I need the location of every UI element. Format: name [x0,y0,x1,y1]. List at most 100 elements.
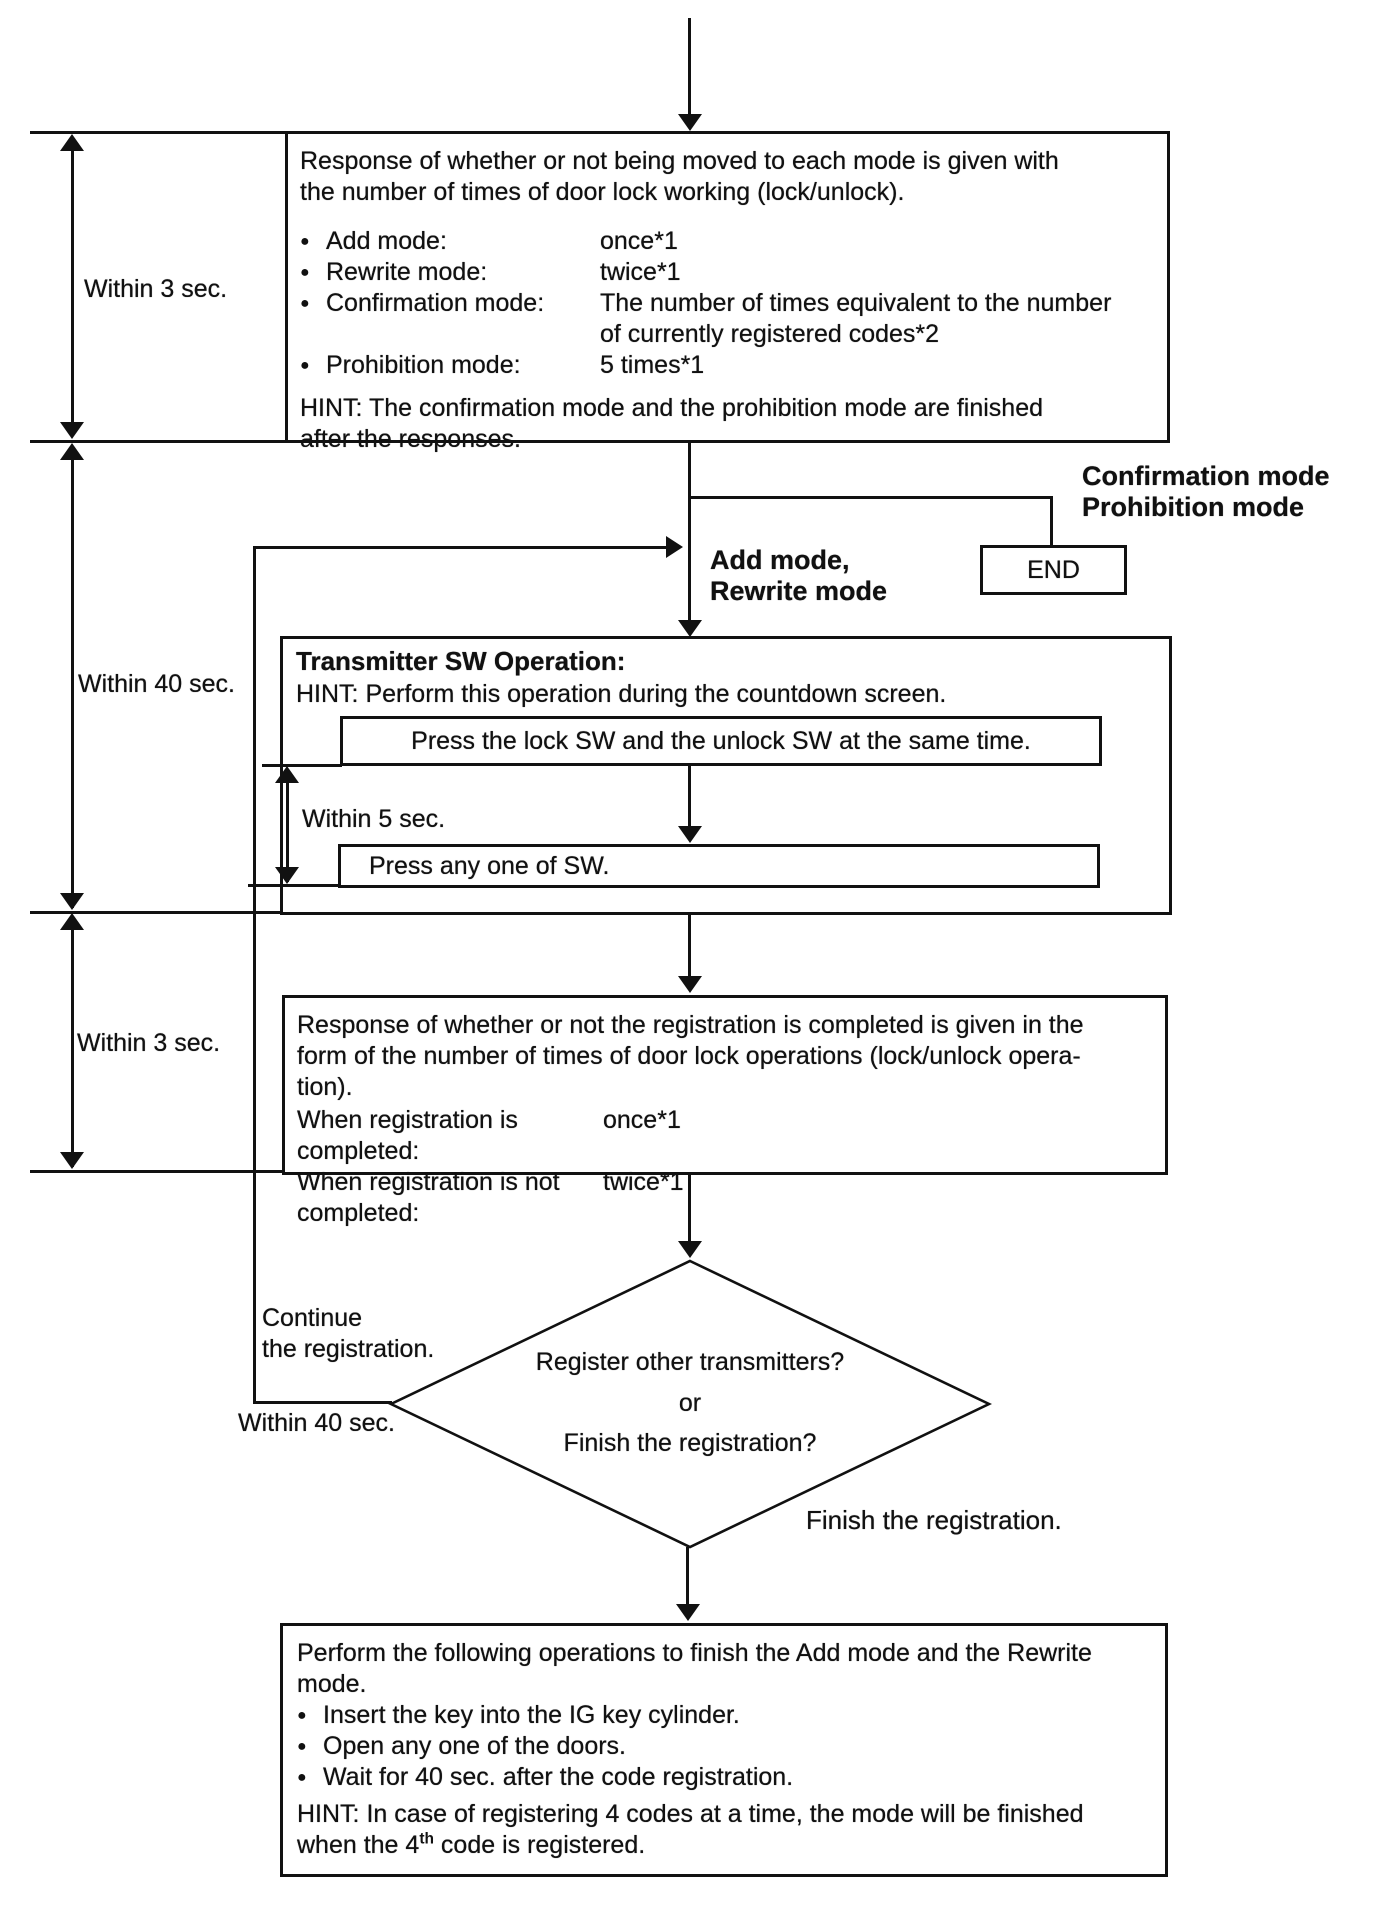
loop-return-bottom-hline [253,1401,392,1404]
finish-bullet-row: ● Open any one of the doors. [297,1731,1155,1762]
bullet-icon: ● [297,1707,307,1724]
press-lock-unlock-label: Press the lock SW and the unlock SW at t… [411,727,1031,755]
timing-tick-line-2 [30,440,285,443]
timing-arrow-3-up-icon [60,913,84,930]
mode-list: ● Add mode: once*1 ● Rewrite mode: twice*1… [300,226,1155,381]
bullet-icon: ● [297,1738,307,1755]
registration-response-box: Response of whether or not the registrat… [282,995,1168,1227]
within5-arrow-up-icon [275,766,299,783]
decision-line-3: Finish the registration? [563,1429,817,1457]
within-3-sec-bottom-label: Within 3 sec. [77,1029,221,1057]
mode-label: Prohibition mode: [326,351,521,379]
within5-arrow-down-icon [275,867,299,884]
step1-to-step2-arrowhead-icon [678,826,702,843]
loop-return-top-hline [255,546,668,549]
flow-arrowhead-to-decision-icon [678,1241,702,1258]
finish-hint-pre: when the 4 [297,1831,420,1859]
within5-top-tick [262,764,342,767]
finish-bullet-1: Insert the key into the IG key cylinder. [323,1701,740,1729]
within-3-sec-top-label: Within 3 sec. [84,275,228,303]
timing-tick-line-4 [30,1170,285,1173]
timing-arrow-1-down-icon [60,422,84,439]
bullet-icon: ● [297,1769,307,1786]
confirmation-prohibition-branch-label: Confirmation mode Prohibition mode [1082,461,1330,522]
loop-merge-arrowhead-icon [666,536,683,558]
continue-registration-label: Continue the registration. [262,1304,435,1363]
mode-row-rewrite: ● Rewrite mode: twice*1 [300,257,1155,288]
end-branch-vline [1050,496,1053,546]
bullet-icon: ● [300,264,310,281]
loop-return-vline [253,546,256,1404]
mode-response-box: Response of whether or not being moved t… [285,131,1170,453]
bullet-icon: ● [300,233,310,250]
add-rewrite-branch-label: Add mode, Rewrite mode [710,545,888,606]
finish-intro: Perform the following operations to fini… [297,1639,1092,1698]
bullet-icon: ● [300,295,310,312]
finish-hint-ordinal-sup: th [419,1830,434,1848]
within-5-sec-label: Within 5 sec. [302,805,446,833]
press-any-sw-step-box: Press any one of SW. [338,844,1100,888]
flow-line-3 [688,1175,691,1241]
press-any-sw-label: Press any one of SW. [369,852,610,880]
finish-hint-line-1: HINT: In case of registering 4 codes at … [297,1800,1084,1828]
timing-arrow-2-up-icon [60,443,84,460]
loop-within-40-sec-label: Within 40 sec. [238,1409,396,1437]
flow-arrowhead-to-response-box-icon [678,976,702,993]
finish-operations-box: Perform the following operations to fini… [280,1623,1168,1877]
mode-value: 5 times*1 [600,351,705,379]
mode-value: once*1 [600,227,678,255]
mode-value: twice*1 [600,258,681,286]
timing-arrow-2-line [71,446,74,908]
entry-arrowhead-icon [678,114,702,131]
finish-hint: HINT: In case of registering 4 codes at … [297,1799,1155,1861]
flow-arrowhead-to-finish-box-icon [676,1604,700,1621]
mode-row-add: ● Add mode: once*1 [300,226,1155,257]
within5-arrow-line [286,770,289,882]
timing-arrow-2-down-icon [60,893,84,910]
mode-label: Rewrite mode: [326,258,488,286]
timing-arrow-1-line [71,138,74,436]
finish-bullet-row: ● Wait for 40 sec. after the code regist… [297,1762,1155,1793]
mode-row-prohibition: ● Prohibition mode: 5 times*1 [300,350,1155,381]
end-label: END [1027,556,1080,584]
timing-tick-line-1 [30,131,285,134]
decision-line-2: or [678,1389,702,1417]
registration-completed-row: When registration is completed: once*1 [297,1105,1155,1167]
finish-bullet-2: Open any one of the doors. [323,1732,626,1760]
mode-label: Confirmation mode: [326,289,545,317]
finish-bullet-3: Wait for 40 sec. after the code registra… [323,1763,794,1791]
timing-arrow-3-down-icon [60,1152,84,1169]
mode-response-hint: HINT: The confirmation mode and the proh… [300,394,1044,453]
mode-row-confirmation: ●Confirmation mode: The number of times … [300,288,1155,350]
flow-line-2 [688,915,691,977]
timing-tick-line-3 [30,911,285,914]
flow-line-4 [686,1547,689,1605]
registration-not-completed-row: When registration is not completed: twic… [297,1167,1155,1229]
within5-bottom-tick [248,884,362,887]
entry-flow-line [688,18,691,117]
timing-arrow-3-line [71,917,74,1167]
end-branch-hline [690,496,1053,499]
press-lock-unlock-step-box: Press the lock SW and the unlock SW at t… [340,716,1102,766]
end-box: END [980,545,1127,595]
mode-response-intro: Response of whether or not being moved t… [300,147,1059,206]
mode-label: Add mode: [326,227,447,255]
transmitter-sw-title: Transmitter SW Operation: [296,646,626,676]
finish-hint-line-2: when the 4th code is registered. [297,1830,1155,1861]
within-40-sec-label: Within 40 sec. [78,670,236,698]
finish-bullet-row: ● Insert the key into the IG key cylinde… [297,1700,1155,1731]
step1-to-step2-line [688,766,691,826]
timing-arrow-1-up-icon [60,134,84,151]
registration-not-completed-value: twice*1 [603,1168,684,1196]
main-flow-line-1 [688,443,691,623]
decision-line-1: Register other transmitters? [535,1348,845,1376]
finish-registration-label: Finish the registration. [806,1505,1062,1535]
transmitter-sw-hint: HINT: Perform this operation during the … [296,680,947,708]
registration-not-completed-label: When registration is not completed: [297,1168,560,1227]
registration-completed-label: When registration is completed: [297,1106,518,1165]
finish-hint-post: code is registered. [433,1831,646,1859]
bullet-icon: ● [300,357,310,374]
flow-arrowhead-to-sw-box-icon [678,620,702,637]
decision-diamond [388,1259,992,1549]
